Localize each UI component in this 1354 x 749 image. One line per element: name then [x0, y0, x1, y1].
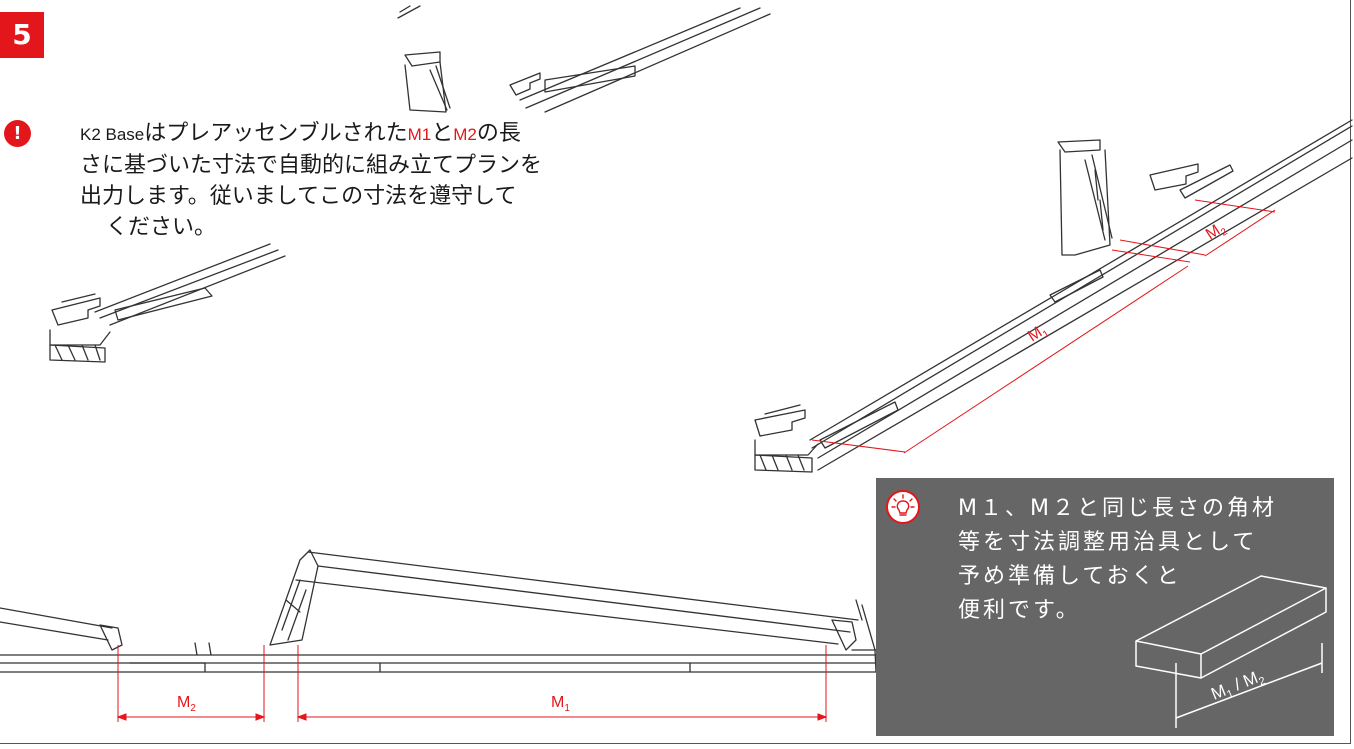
warning-m2: M2 [453, 125, 477, 144]
step-number-badge: 5 [0, 12, 44, 58]
warning-line-4: ください。 [106, 215, 217, 240]
tip-line-4: 便利です。 [958, 598, 1081, 623]
side-m2-label: M2 [177, 694, 196, 714]
warning-line-2: さに基づいた寸法で自動的に組み立てプランを [80, 153, 543, 178]
exclamation-icon: ! [4, 120, 31, 147]
tip-box: M１、M２と同じ長さの角材 等を寸法調整用治具として 予め準備しておくと 便利で… [876, 478, 1334, 736]
tip-text: M１、M２と同じ長さの角材 等を寸法調整用治具として 予め準備しておくと 便利で… [958, 492, 1277, 628]
side-view [0, 549, 877, 673]
rail-right-long [754, 119, 1353, 473]
side-dimension-lines [116, 645, 828, 722]
lightbulb-icon [886, 490, 920, 524]
tip-m-label: M1 / M2 [1208, 666, 1267, 707]
tip-line-3: 予め準備しておくと [958, 564, 1182, 589]
iso-m1-label: M1 [1025, 321, 1052, 348]
warning-line-3: 出力します。従いましてこの寸法を遵守して [80, 184, 517, 209]
warning-k2-base: K2 Base [80, 125, 145, 144]
rail-left [49, 243, 286, 363]
side-m1-label: M1 [551, 694, 570, 714]
warning-and: と [431, 121, 454, 146]
warning-m1: M1 [407, 125, 432, 144]
rail-top-back [397, 5, 771, 113]
iso-dimension-lines [811, 199, 1276, 454]
tip-line-1: M１、M２と同じ長さの角材 [958, 496, 1277, 521]
support-right-upright [1057, 139, 1113, 256]
tip-line-2: 等を寸法調整用治具として [958, 530, 1258, 555]
warning-text-1b: の長 [476, 121, 521, 146]
warning-text-1: はプレアッセンブルされた [144, 121, 408, 146]
tip-beam-drawing: M1 / M2 [1135, 575, 1327, 728]
warning-line-1: K2 BaseはプレアッセンブルされたM1とM2の長 [80, 118, 660, 150]
warning-note: K2 BaseはプレアッセンブルされたM1とM2の長 さに基づいた寸法で自動的に… [80, 118, 660, 243]
support-back-upright [404, 51, 451, 113]
